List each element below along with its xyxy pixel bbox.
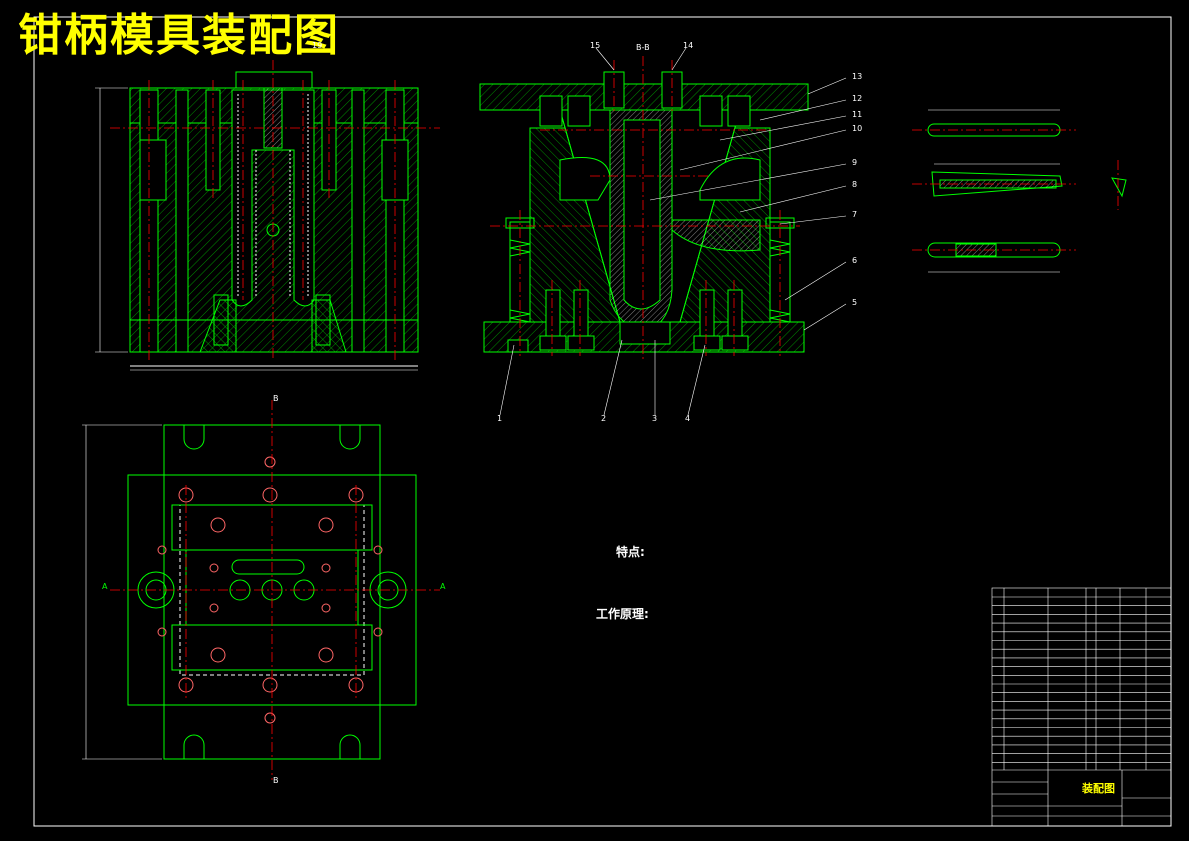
front-section-view: [129, 71, 419, 367]
part-number-5: 5: [852, 298, 858, 307]
part-detail-views: [927, 123, 1127, 258]
section-centerlines: [490, 56, 800, 362]
section-bb-view: [479, 71, 809, 353]
title-block-name: 装配图: [1082, 782, 1115, 795]
section-label-bb: B-B: [636, 43, 650, 52]
part-number-12: 12: [852, 94, 863, 103]
feature-label: 特点:: [616, 545, 645, 559]
sheet-border: [33, 16, 1172, 827]
part-number-3: 3: [652, 414, 658, 423]
part-number-9: 9: [852, 158, 858, 167]
part-number-8: 8: [852, 180, 858, 189]
part-number-4: 4: [685, 414, 691, 423]
leader-lines: [499, 47, 847, 416]
part-number-11: 11: [852, 110, 863, 119]
top-view-centerlines: [110, 400, 440, 780]
part-number-1: 1: [497, 414, 503, 423]
working-principle-notes: 工作原理:: [596, 605, 746, 622]
part-number-10: 10: [852, 124, 863, 133]
drawing-title: 钳柄模具装配图: [18, 10, 340, 61]
bom-table: [991, 587, 1172, 827]
feature-notes: 特点:: [616, 543, 746, 560]
part-dimensions: [928, 109, 1060, 273]
top-view-dimensions: [82, 424, 162, 760]
front-centerlines: [110, 60, 440, 360]
part-number-2: 2: [601, 414, 607, 423]
part-number-19: 19: [312, 41, 323, 50]
part-number-14: 14: [683, 41, 694, 50]
part-number-6: 6: [852, 256, 858, 265]
part-number-15: 15: [590, 41, 601, 50]
section-label-a-left: A: [102, 582, 108, 591]
front-dimensions: [95, 87, 418, 371]
section-label-b-bottom: B: [273, 776, 279, 785]
part-number-7: 7: [852, 210, 858, 219]
working-label: 工作原理:: [596, 607, 649, 621]
part-centerlines: [912, 129, 1119, 251]
section-label-a-right: A: [440, 582, 446, 591]
part-number-13: 13: [852, 72, 863, 81]
section-label-b-top: B: [273, 394, 279, 403]
